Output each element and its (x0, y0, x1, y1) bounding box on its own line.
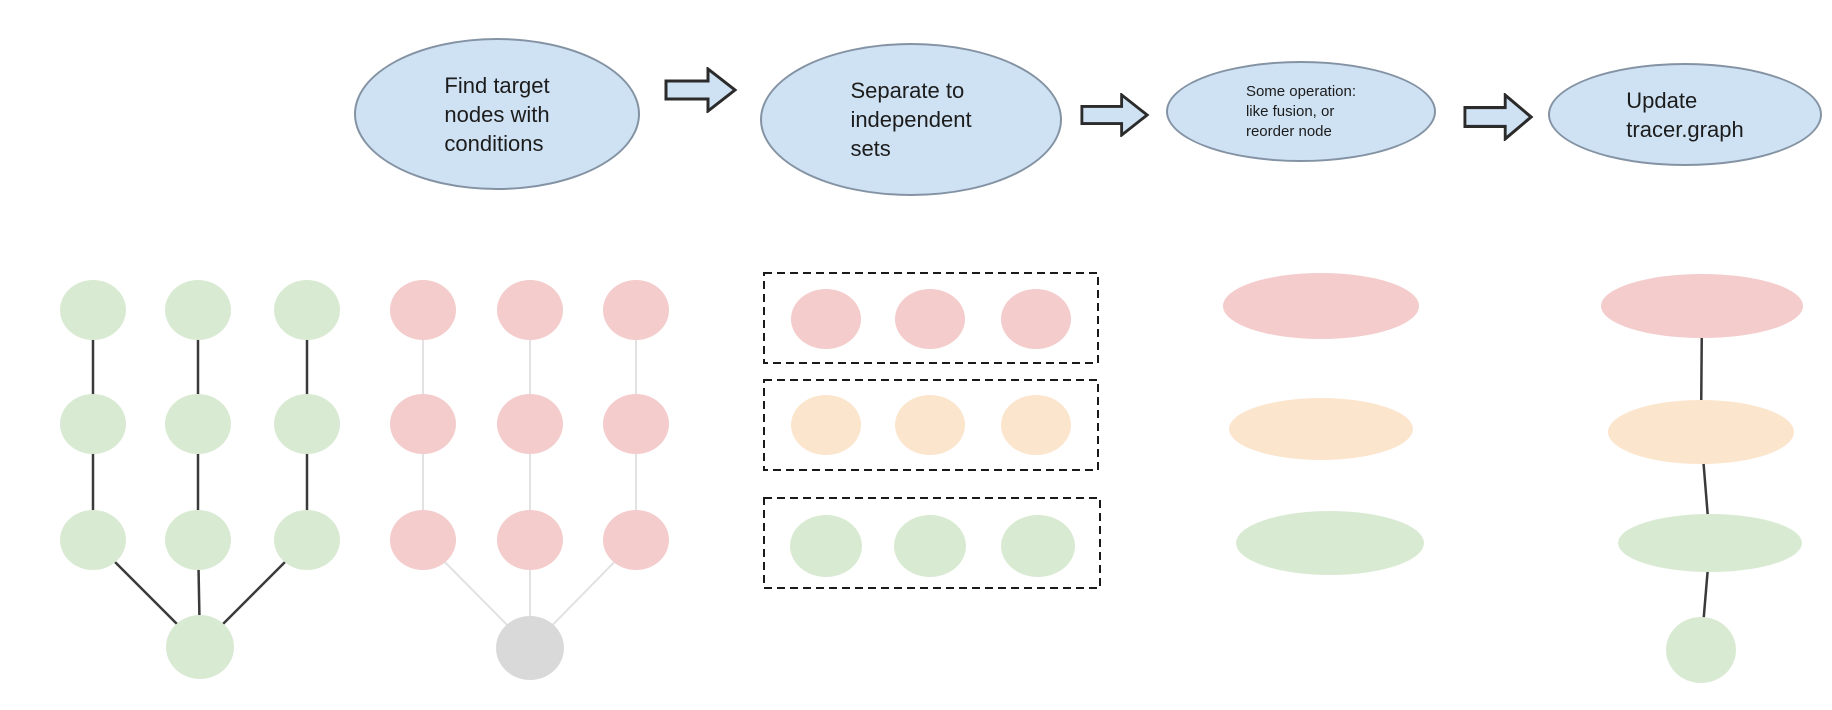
graph-node (165, 510, 231, 570)
graph-node (894, 515, 966, 577)
flow-step-some-operation: Some operation: like fusion, or reorder … (1166, 61, 1436, 162)
graph-node (60, 280, 126, 340)
graph-node (390, 280, 456, 340)
graph-selected-nodes-red (390, 280, 669, 680)
graph-node (497, 510, 563, 570)
graph-node (1236, 511, 1424, 575)
flow-step-label: Update tracer.graph (1626, 86, 1743, 144)
graph-node (1229, 398, 1413, 460)
graph-node (60, 510, 126, 570)
flow-step-line: conditions (444, 130, 544, 156)
graph-node (603, 394, 669, 454)
graph-node (274, 280, 340, 340)
flow-step-line: Find target (444, 72, 550, 98)
graph-node (1666, 617, 1736, 683)
graph-node (166, 615, 234, 679)
graph-node (895, 395, 965, 455)
flow-step-label: Separate to independent sets (850, 76, 971, 163)
graph-node (1618, 514, 1802, 572)
flow-step-line: sets (850, 136, 891, 161)
graph-node (165, 394, 231, 454)
right-arrow-icon (664, 67, 738, 113)
graph-node (390, 394, 456, 454)
flow-step-line: reorder node (1245, 122, 1332, 140)
independent-set-box (763, 379, 1099, 471)
flow-step-line: independent (850, 107, 972, 132)
flow-step-line: like fusion, or (1245, 102, 1335, 120)
flow-step-line: Some operation: (1245, 82, 1357, 100)
graph-node (603, 280, 669, 340)
flow-step-line: Separate to (850, 78, 965, 103)
graph-node (1001, 289, 1071, 349)
flow-step-update-tracer-graph: Update tracer.graph (1548, 63, 1822, 166)
graph-node (1001, 395, 1071, 455)
graph-all-target-nodes-green (60, 280, 340, 679)
graph-node (274, 394, 340, 454)
flow-step-find-targets: Find target nodes with conditions (354, 38, 640, 190)
graph-node (603, 510, 669, 570)
flow-step-line: nodes with (444, 101, 550, 127)
graph-node (165, 280, 231, 340)
graph-node (1601, 274, 1803, 338)
right-arrow-icon (1080, 93, 1150, 137)
independent-set-box (763, 272, 1099, 364)
fused-set-ellipses (1223, 273, 1424, 575)
graph-node (60, 394, 126, 454)
graph-node (1608, 400, 1794, 464)
graph-node (274, 510, 340, 570)
independent-sets (763, 272, 1101, 589)
updated-graph (1601, 274, 1803, 683)
flow-step-label: Some operation: like fusion, or reorder … (1246, 82, 1356, 142)
graph-node (791, 395, 861, 455)
graph-node (790, 515, 862, 577)
graph-node (497, 280, 563, 340)
flow-step-line: Update (1626, 87, 1698, 113)
graph-node (1001, 515, 1075, 577)
flow-step-label: Find target nodes with conditions (444, 71, 549, 158)
graph-node (496, 616, 564, 680)
graph-node (497, 394, 563, 454)
flow-step-line: tracer.graph (1626, 116, 1744, 142)
graph-node (895, 289, 965, 349)
right-arrow-icon (1463, 93, 1534, 141)
graph-node (1223, 273, 1419, 339)
independent-set-box (763, 497, 1101, 589)
flow-step-separate-sets: Separate to independent sets (760, 43, 1062, 196)
graph-node (390, 510, 456, 570)
graph-node (791, 289, 861, 349)
